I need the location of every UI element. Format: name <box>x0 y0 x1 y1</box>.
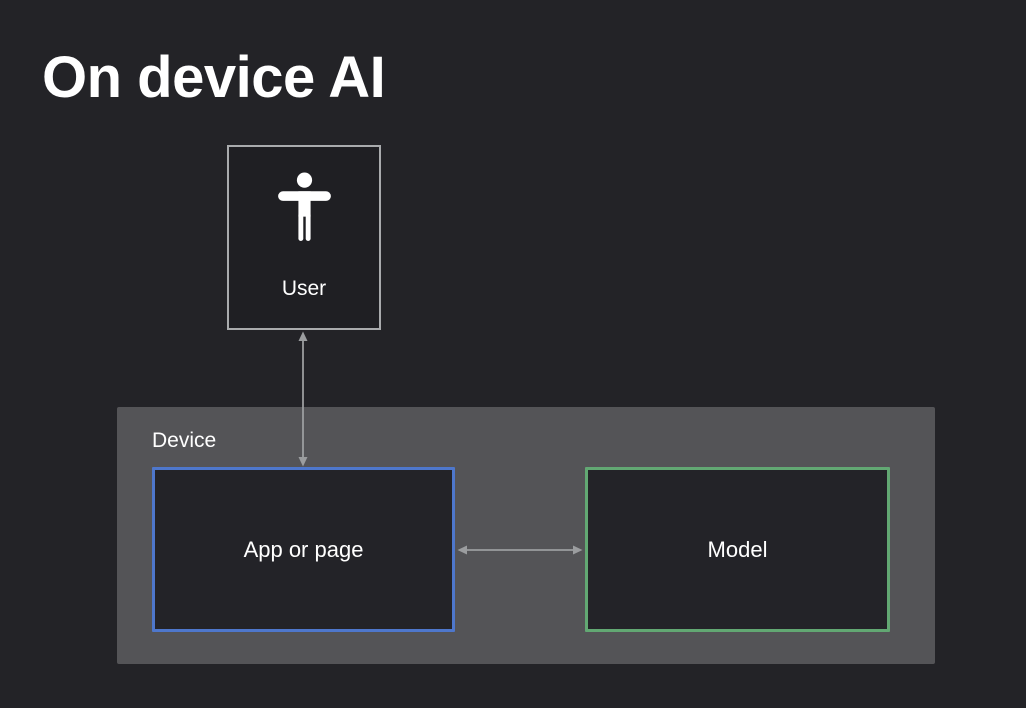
user-app-arrow <box>298 331 308 467</box>
device-label: Device <box>152 429 217 452</box>
person-icon <box>277 172 331 241</box>
user-app-arrowhead-top <box>298 331 308 341</box>
person-right-leg <box>305 212 311 241</box>
slide-title: On device AI <box>42 45 386 110</box>
app-model-arrowhead-right <box>573 545 583 555</box>
app-model-arrow <box>457 545 583 555</box>
user-app-arrowhead-bottom <box>298 457 308 467</box>
app-model-arrowhead-left <box>457 545 467 555</box>
user-box: User <box>227 145 381 330</box>
model-box-label: Model <box>707 536 768 562</box>
person-left-leg <box>297 212 303 241</box>
model-box: Model <box>585 467 890 632</box>
device-container: Device App or page Model <box>117 407 935 664</box>
app-box: App or page <box>152 467 455 632</box>
person-torso <box>297 191 311 217</box>
app-box-label: App or page <box>243 536 364 562</box>
user-box-label: User <box>281 277 327 300</box>
person-head <box>296 172 312 188</box>
